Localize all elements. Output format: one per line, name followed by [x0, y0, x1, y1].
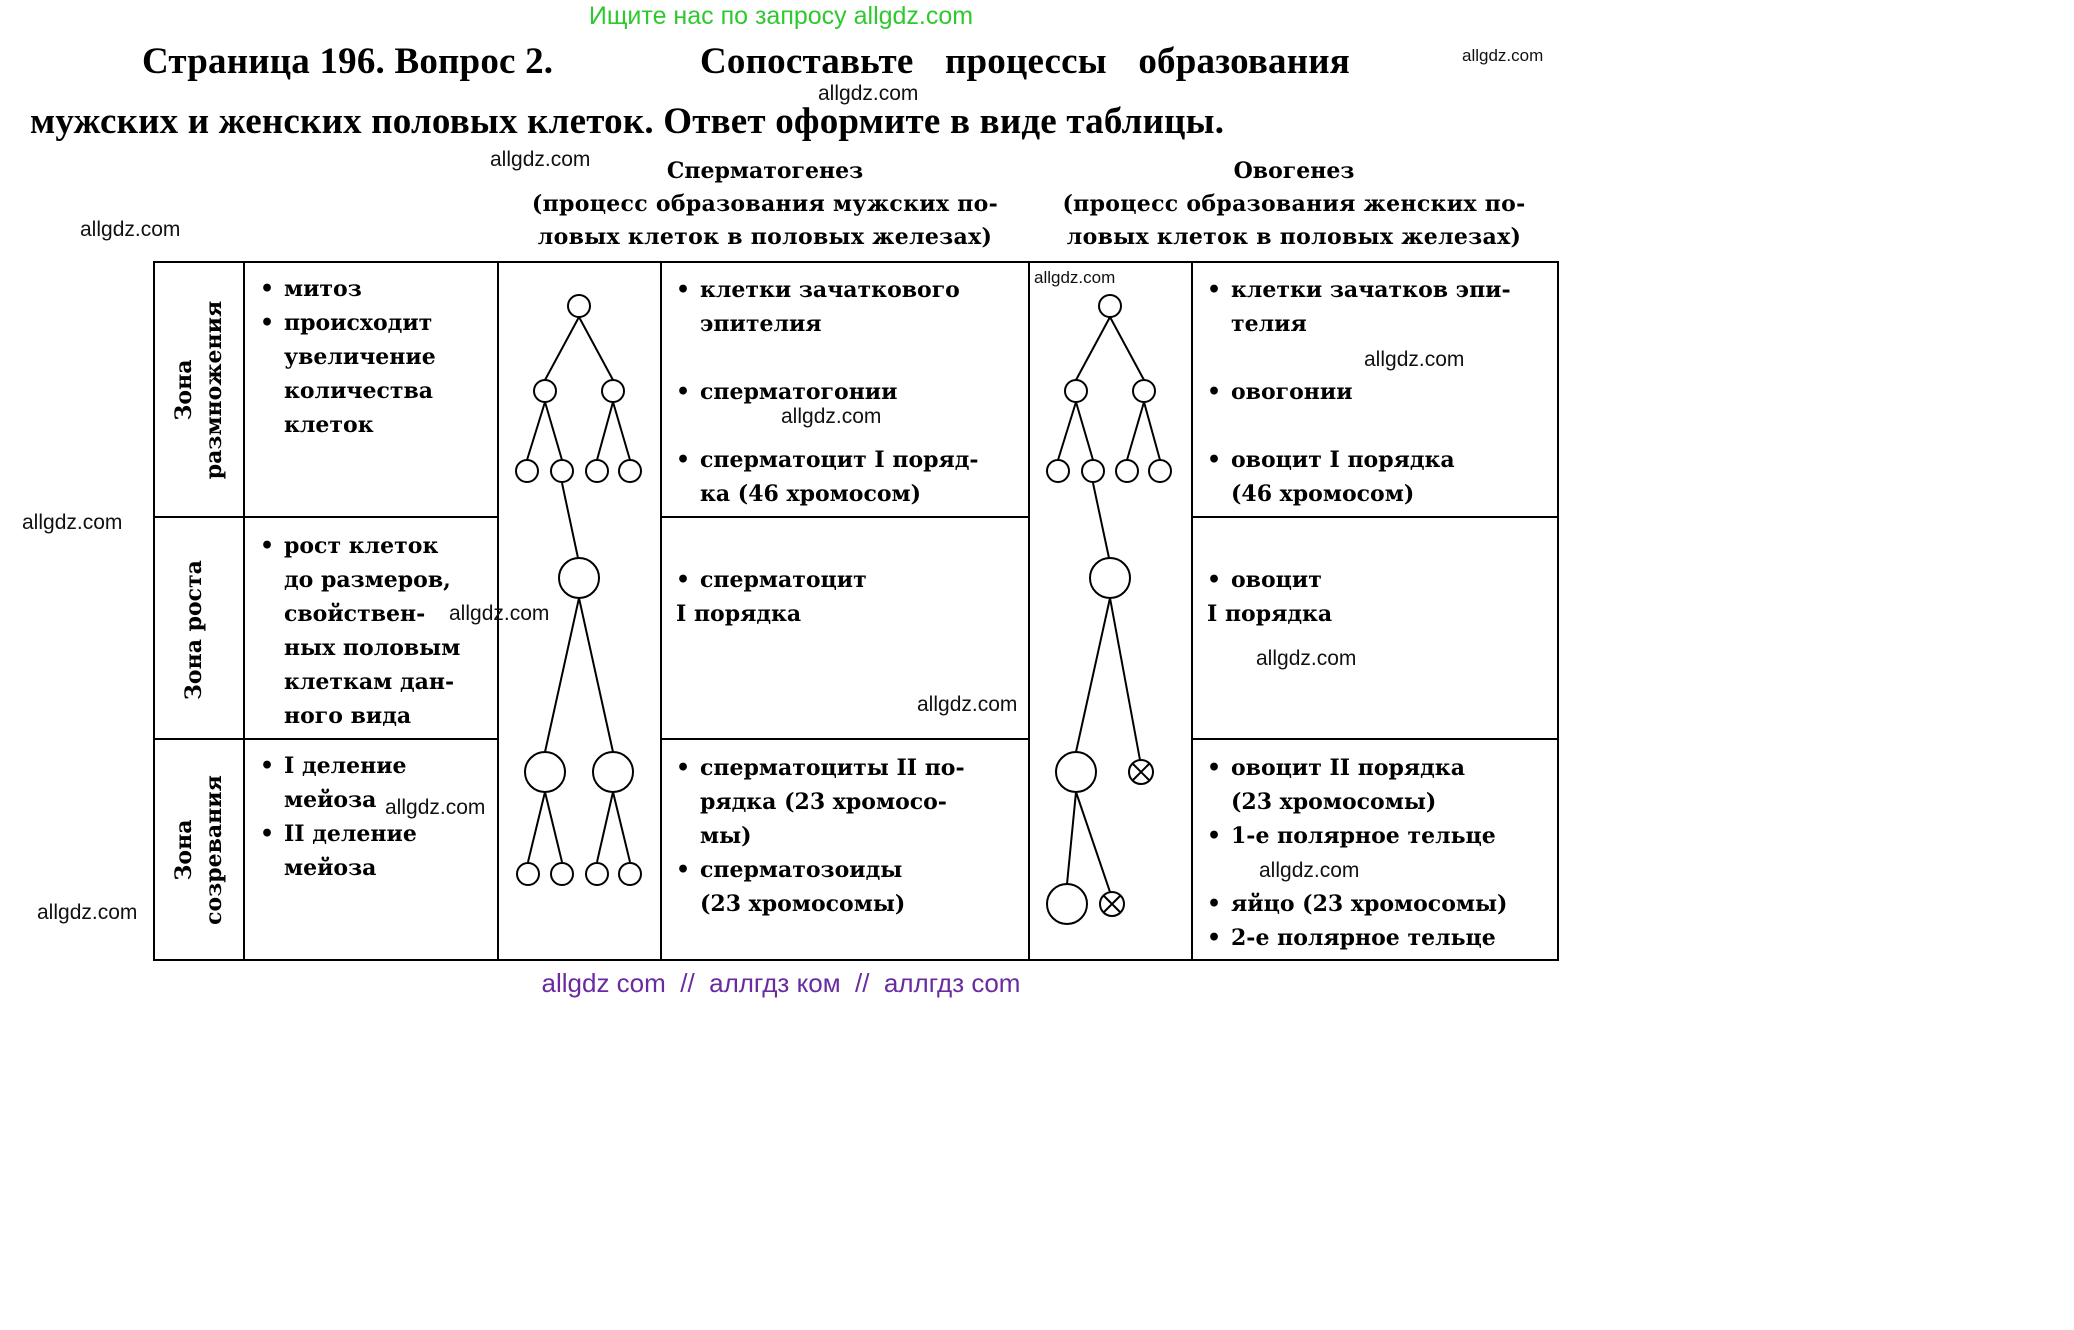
watermark: allgdz.com — [1364, 348, 1465, 371]
process-maturation: I деление мейоза II деление мейоза — [260, 749, 417, 885]
sperm-reproduction: клетки зачаткового эпителия сперматогони… — [676, 273, 979, 511]
watermark: allgdz.com — [80, 218, 181, 241]
process-item-cont: мейоза — [284, 787, 377, 813]
oogenesis-title: Овогенез — [1233, 158, 1355, 184]
ovo-item-cont: I порядка — [1207, 601, 1333, 627]
process-item-cont: свойствен- — [284, 601, 426, 627]
ovo-item: овоцит II порядка — [1207, 751, 1507, 785]
sperm-item-cont: (23 хромосомы) — [700, 891, 906, 917]
process-item-cont: ного вида — [284, 703, 412, 729]
zone-label-reproduction-2: размножения — [201, 300, 227, 480]
watermark: allgdz.com — [37, 901, 138, 924]
watermark: allgdz.com — [781, 405, 882, 428]
ovo-item: овоцит — [1207, 563, 1332, 597]
search-banner: Ищите нас по запросу allgdz.com — [588, 2, 974, 30]
sperm-item: клетки зачаткового — [676, 273, 979, 307]
ovo-maturation: овоцит II порядка (23 хромосомы) 1-е пол… — [1207, 751, 1507, 955]
zone-label-maturation-2: созревания — [201, 775, 227, 925]
oogenesis-subtitle-2: ловых клеток в половых железах) — [1066, 224, 1522, 250]
process-item-cont: мейоза — [284, 855, 377, 881]
sperm-item: сперматогонии — [676, 375, 979, 409]
watermark: allgdz.com — [22, 511, 123, 534]
oogenesis-diagram — [1046, 294, 1172, 925]
zone-label-reproduction-1: Зона — [171, 359, 197, 421]
zone-label-reproduction: Зона размножения — [169, 270, 229, 510]
sperm-item-cont: ка (46 хромосом) — [700, 481, 922, 507]
ovo-item: клетки зачатков эпи- — [1207, 273, 1511, 307]
sperm-maturation: сперматоциты II по- рядка (23 хромосо- м… — [676, 751, 965, 921]
oogenesis-header: Овогенез (процесс образования женских по… — [1030, 155, 1558, 254]
comparison-table-grid — [153, 261, 1559, 961]
question-text-line1: Сопоставьте процессы образования — [700, 41, 1350, 82]
watermark: allgdz.com — [449, 602, 550, 625]
process-item: I деление — [260, 749, 417, 783]
ovo-item-cont: (46 хромосом) — [1231, 481, 1415, 507]
spermatogenesis-subtitle-1: (процесс образования мужских по- — [531, 191, 999, 217]
sperm-item: сперматозоиды — [676, 853, 965, 887]
process-item-cont: ных половым — [284, 635, 461, 661]
zone-label-growth-1: Зона роста — [181, 560, 207, 700]
sperm-item-cont: мы) — [700, 823, 752, 849]
sperm-item-cont: эпителия — [700, 311, 822, 337]
process-item-cont: до размеров, — [284, 567, 451, 593]
ovo-item-cont: телия — [1231, 311, 1307, 337]
oogenesis-subtitle-1: (процесс образования женских по- — [1062, 191, 1526, 217]
process-item-cont: клеткам дан- — [284, 669, 455, 695]
sperm-item-cont: рядка (23 хромосо- — [700, 789, 947, 815]
watermark: allgdz.com — [917, 693, 1018, 716]
process-item-cont: клеток — [284, 412, 374, 438]
ovo-item-cont: (23 хромосомы) — [1231, 789, 1437, 815]
spermatogenesis-diagram — [515, 294, 642, 886]
process-growth: рост клеток до размеров, свойствен- ных … — [260, 529, 460, 733]
zone-label-maturation-1: Зона — [171, 819, 197, 881]
sperm-item: сперматоцит I поряд- — [676, 443, 979, 477]
watermark: allgdz.com — [1259, 859, 1360, 882]
question-text-line2: мужских и женских половых клеток. Ответ … — [30, 101, 1225, 142]
ovo-item: овоцит I порядка — [1207, 443, 1511, 477]
sperm-item-cont: I порядка — [676, 601, 802, 627]
process-item: рост клеток — [260, 529, 460, 563]
process-item: митоз — [260, 272, 436, 306]
process-reproduction: митоз происходит увеличение количества к… — [260, 272, 436, 442]
zone-label-maturation: Зона созревания — [169, 740, 229, 960]
spermatogenesis-title: Сперматогенез — [666, 158, 864, 184]
ovo-item: овогонии — [1207, 375, 1511, 409]
ovo-reproduction: клетки зачатков эпи- телия овогонии овоц… — [1207, 273, 1511, 511]
watermark: allgdz.com — [818, 82, 919, 105]
question-title: Страница 196. Вопрос 2. — [142, 41, 554, 82]
ovo-growth: овоцит I порядка — [1207, 563, 1332, 631]
sperm-growth: сперматоцит I порядка — [676, 563, 867, 631]
spermatogenesis-subtitle-2: ловых клеток в половых железах) — [537, 224, 993, 250]
ovo-item: яйцо (23 хромосомы) — [1207, 887, 1507, 921]
watermark: allgdz.com — [385, 796, 486, 819]
process-item: происходит — [260, 306, 436, 340]
process-item-cont: увеличение — [284, 344, 436, 370]
watermark: allgdz.com — [1034, 268, 1116, 287]
spermatogenesis-header: Сперматогенез (процесс образования мужск… — [500, 155, 1030, 254]
ovo-item: 1-е полярное тельце — [1207, 819, 1507, 853]
process-item: II деление — [260, 817, 417, 851]
ovo-item: 2-е полярное тельце — [1207, 921, 1507, 955]
zone-label-growth: Зона роста — [179, 520, 219, 740]
process-item-cont: количества — [284, 378, 434, 404]
footer-watermark: allgdz com // аллгдз ком // аллгдз com — [541, 968, 1021, 998]
sperm-item: сперматоцит — [676, 563, 867, 597]
watermark: allgdz.com — [1462, 46, 1544, 65]
sperm-item: сперматоциты II по- — [676, 751, 965, 785]
watermark: allgdz.com — [1256, 647, 1357, 670]
watermark: allgdz.com — [490, 148, 591, 171]
